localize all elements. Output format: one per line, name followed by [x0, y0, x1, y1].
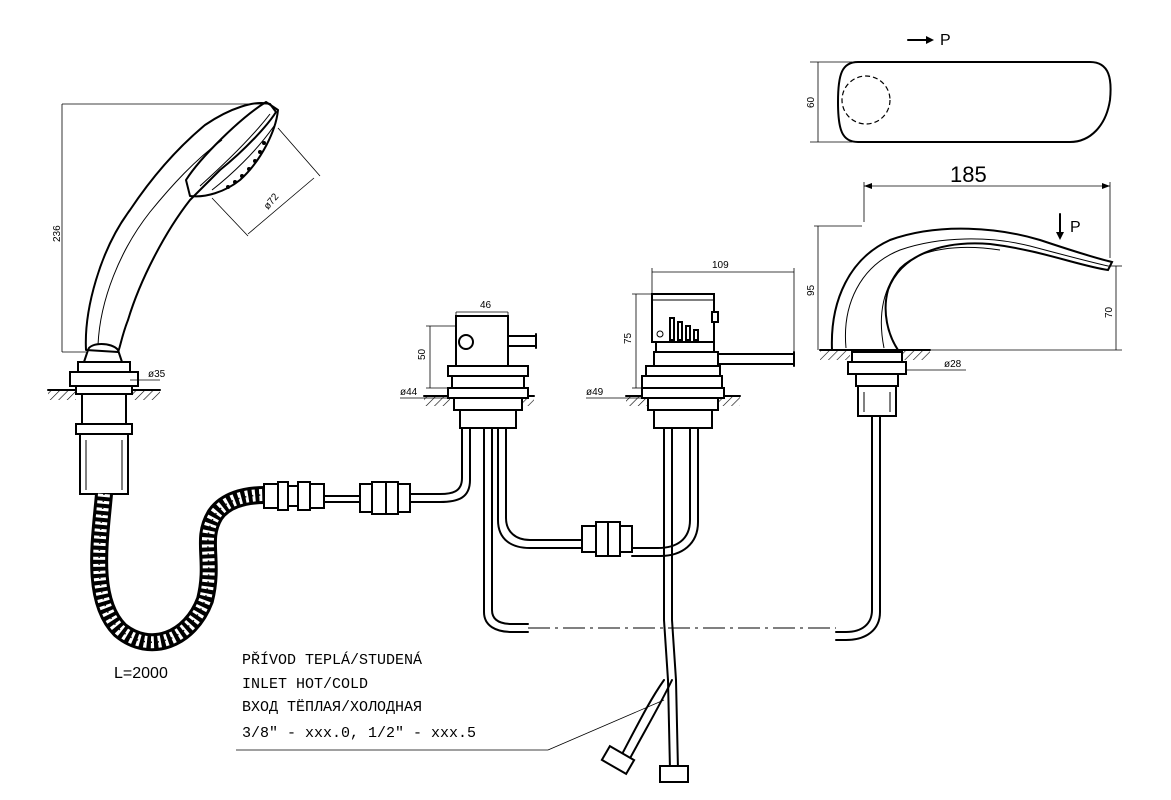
spout-top-view: 60 P [806, 32, 1112, 143]
inlet-note-line3: ВХОД ТЁПЛАЯ/ХОЛОДНАЯ [242, 698, 422, 716]
shower-head-nozzles [226, 141, 266, 189]
dim-mixer-base-diameter: ø49 [586, 387, 604, 398]
inlet-note: PŘÍVOD TEPLÁ/STUDENÁ INLET HOT/COLD ВХОД… [236, 651, 665, 751]
dim-shower-height: 236 [52, 225, 63, 242]
temperature-scale-icon [656, 317, 699, 341]
shower-hose [90, 486, 266, 652]
dim-valve-height: 50 [417, 348, 428, 360]
hose-length-label: L=2000 [114, 665, 168, 682]
dim-spout-base-diameter: ø28 [944, 359, 962, 370]
top-view-arrow-label: P [940, 32, 951, 49]
hose-connectors [263, 481, 411, 515]
inlet-note-line4: 3/8" - xxx.0, 1/2" - xxx.5 [242, 725, 476, 742]
dim-spout-width: 60 [806, 96, 817, 108]
hand-shower [47, 101, 279, 495]
dim-shower-head-diameter: ø72 [262, 191, 282, 212]
dim-spout-length: 185 [950, 162, 987, 187]
spout [819, 227, 1114, 641]
dim-spout-height: 95 [806, 284, 817, 296]
side-view-arrow-label: P [1070, 219, 1081, 236]
dim-mixer-height: 75 [623, 332, 634, 344]
inlet-note-line2: INLET HOT/COLD [242, 676, 368, 693]
dim-valve-base-diameter: ø44 [400, 387, 418, 398]
diverter-valve [409, 315, 583, 633]
dim-spout-outlet-height: 70 [1104, 306, 1115, 318]
inlet-note-line1: PŘÍVOD TEPLÁ/STUDENÁ [242, 651, 422, 669]
dimension-lines: 236 ø72 ø35 46 50 ø44 109 75 ø49 [52, 103, 1122, 399]
dim-mixer-width: 109 [712, 260, 729, 271]
dim-shower-base-diameter: ø35 [148, 369, 166, 380]
mixer-body [581, 293, 795, 783]
dim-valve-width: 46 [480, 300, 492, 311]
